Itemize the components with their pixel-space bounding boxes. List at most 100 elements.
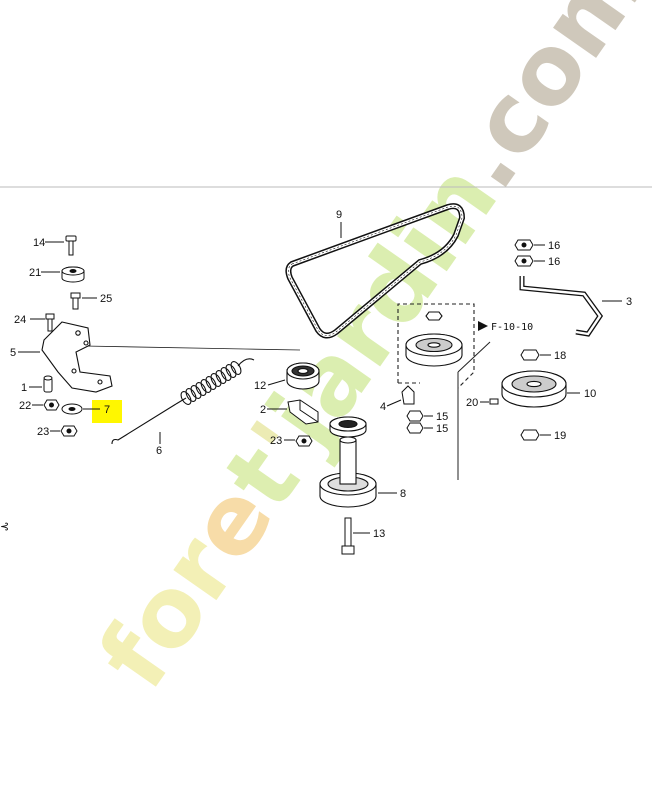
- part-callout-25: 25: [82, 293, 112, 305]
- part-number-label: 2: [260, 404, 266, 416]
- spring-coil: [185, 388, 197, 402]
- watermark-segment: jardin: [244, 144, 519, 470]
- part-callout-15a: 15: [424, 411, 448, 423]
- nut-15-upper: [406, 410, 424, 422]
- frame-edge: [457, 341, 491, 373]
- part-number-label: 16: [548, 256, 560, 268]
- part-number-label: 3: [626, 296, 632, 308]
- pin-1: [43, 375, 53, 393]
- reference-f-10-10-label: F-10-10: [491, 322, 533, 333]
- part-number-label: 23: [270, 435, 282, 447]
- part-number-label: 22: [19, 400, 31, 412]
- nut-23-center: [295, 435, 313, 447]
- plate-2: [287, 399, 319, 425]
- spring-coil: [205, 376, 217, 390]
- part-callout-10: 10: [567, 388, 596, 400]
- nut-22: [43, 399, 60, 411]
- part-callout-20: 20: [466, 397, 489, 409]
- part-number-label: 19: [554, 430, 566, 442]
- part-callout-13: 13: [353, 528, 385, 540]
- bracket-plate-5: [41, 321, 113, 393]
- part-callout-14: 14: [33, 237, 64, 249]
- sub-assembly-outline: [397, 303, 475, 389]
- spring-coil: [225, 364, 237, 378]
- part-labels: 1234567891012131415151616181920212223232…: [10, 209, 632, 540]
- bearing-12: [286, 362, 320, 390]
- part-callout-7: 7: [83, 400, 122, 423]
- part-callout-3: 3: [602, 296, 632, 308]
- spring-coil: [215, 370, 227, 384]
- part-number-label: 9: [336, 209, 342, 221]
- nut-18: [520, 349, 540, 361]
- edge-mark: ⊰: [0, 521, 9, 533]
- washer-7: [61, 403, 83, 415]
- rod-3: [519, 276, 604, 337]
- part-number-label: 23: [37, 426, 49, 438]
- nut-16-upper: [514, 239, 534, 251]
- part-number-label: 21: [29, 267, 41, 279]
- highlight-box: [92, 400, 122, 423]
- part-callout-21: 21: [29, 267, 60, 279]
- part-callout-5: 5: [10, 347, 40, 359]
- part-number-label: 20: [466, 397, 478, 409]
- part-callout-19: 19: [540, 430, 566, 442]
- bolt-25: [70, 292, 81, 310]
- reference-arrow-f-10-10: F-10-10: [478, 321, 533, 333]
- spring-coil: [190, 385, 202, 399]
- bolt-13: [341, 517, 355, 555]
- part-number-label: 24: [14, 314, 26, 326]
- nut-15-lower: [406, 422, 424, 434]
- part-callout-4: 4: [380, 399, 402, 413]
- part-number-label: 15: [436, 411, 448, 423]
- bolt-24: [45, 313, 55, 332]
- nut-23-left: [60, 425, 78, 437]
- part-number-label: 14: [33, 237, 45, 249]
- bracket-leader-line: [83, 345, 301, 351]
- leader-line: [386, 399, 402, 407]
- pulley-10: [501, 370, 567, 408]
- spring-coil: [210, 373, 222, 387]
- bushing-21: [61, 266, 85, 283]
- spring-coil: [200, 379, 212, 393]
- part-callout-18: 18: [540, 350, 566, 362]
- clip-4: [401, 385, 415, 405]
- part-number-label: 25: [100, 293, 112, 305]
- part-callout-2: 2: [260, 404, 287, 416]
- v-belt: [285, 203, 466, 339]
- part-callout-6: 6: [156, 432, 162, 457]
- part-number-label: 5: [10, 347, 16, 359]
- part-callout-15b: 15: [424, 423, 448, 435]
- part-callout-22: 22: [19, 400, 43, 412]
- nut-16-lower: [514, 255, 534, 267]
- part-number-label: 7: [104, 404, 110, 416]
- nut-19: [520, 429, 540, 441]
- part-number-label: 15: [436, 423, 448, 435]
- part-callout-16b: 16: [534, 256, 560, 268]
- part-callout-12: 12: [254, 379, 286, 392]
- part-number-label: 18: [554, 350, 566, 362]
- leader-line: [267, 379, 286, 386]
- spring-coil: [230, 361, 242, 375]
- part-callout-24: 24: [14, 314, 45, 326]
- rod-3-inner: [520, 276, 602, 336]
- part-callout-16a: 16: [534, 240, 560, 252]
- part-number-label: 6: [156, 445, 162, 457]
- part-callout-1: 1: [21, 382, 42, 394]
- part-callout-23a: 23: [37, 426, 60, 438]
- part-number-label: 12: [254, 380, 266, 392]
- pulley-f-10-10: [405, 311, 463, 367]
- bolt-20: [489, 398, 499, 405]
- part-number-label: 13: [373, 528, 385, 540]
- part-number-label: 8: [400, 488, 406, 500]
- part-callout-8: 8: [378, 488, 406, 500]
- spring-coil: [180, 391, 192, 405]
- spring-coil: [220, 367, 232, 381]
- part-number-label: 4: [380, 401, 386, 413]
- part-callout-23b: 23: [270, 435, 295, 447]
- part-number-label: 16: [548, 240, 560, 252]
- part-number-label: 10: [584, 388, 596, 400]
- pulley-8: [319, 416, 377, 508]
- tension-spring-6: [111, 358, 255, 445]
